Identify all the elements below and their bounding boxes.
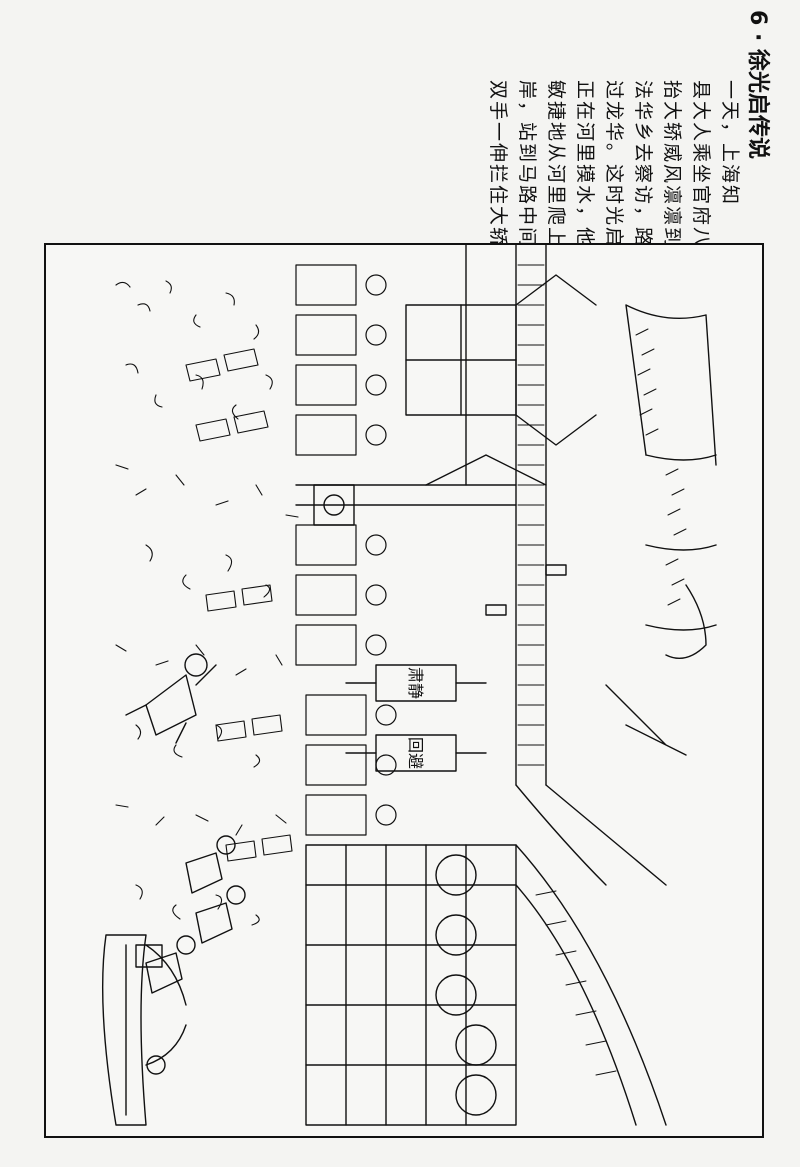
procession-figures <box>295 264 397 836</box>
caption-line: 敏捷地从河里爬上 <box>545 80 567 249</box>
caption-line: 岸，站到马路中间， <box>516 80 538 270</box>
illustration: 肃静 回避 <box>44 243 764 1138</box>
caption-line: 抬大轿威风凛凛到 <box>661 80 683 249</box>
caption-line: 一天，上海知 <box>719 80 741 207</box>
xu-guangqi-figure <box>125 653 217 744</box>
boat <box>101 934 187 1126</box>
riverbank-strokes <box>115 280 299 926</box>
signboard-text: 肃静 <box>406 667 425 699</box>
caption-line: 正在河里摸水，他 <box>574 80 596 249</box>
caption-line: 过龙华。这时光启 <box>603 80 625 249</box>
page-number: 6 <box>745 10 770 26</box>
caption-line: 双手一伸拦住大轿。 <box>487 80 509 270</box>
villagers <box>145 835 246 994</box>
caption-line: 县大人乘坐官府八 <box>690 80 712 249</box>
page-header-text: 6 · 徐光启传说 <box>745 10 770 160</box>
signboards: 肃静 回避 <box>345 664 487 772</box>
stone-paving <box>185 348 293 862</box>
banner-pole <box>465 245 567 616</box>
pavilion <box>305 844 667 1126</box>
page-header: 6 · 徐光启传说 <box>744 10 794 160</box>
tiled-roof <box>515 245 717 886</box>
line-drawing: 肃静 回避 <box>101 245 717 1126</box>
header-separator: · <box>745 32 770 42</box>
book-title: 徐光启传说 <box>745 49 770 160</box>
caption-line: 法华乡去察访，路 <box>632 80 654 249</box>
caption-block: 一天，上海知 县大人乘坐官府八 抬大轿威风凛凛到 法华乡去察访，路 过龙华。这时… <box>487 80 741 269</box>
palanquin <box>295 274 597 526</box>
signboard-text: 回避 <box>406 737 425 769</box>
